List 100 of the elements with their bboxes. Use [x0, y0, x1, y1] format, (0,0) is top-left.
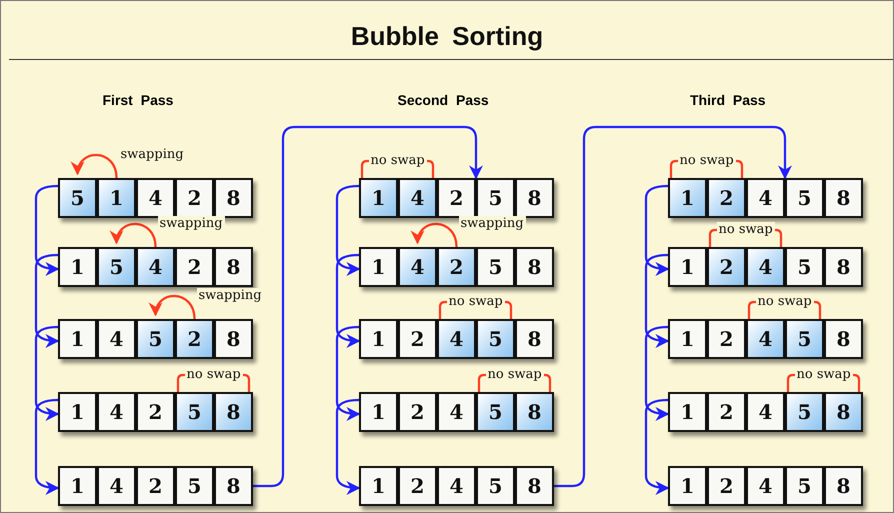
array-cell: 4 [746, 392, 785, 432]
array-cell: 1 [359, 178, 398, 218]
arrow [34, 254, 60, 348]
arrow [336, 184, 360, 276]
array-row [359, 319, 554, 359]
edge-label: swapping [196, 288, 264, 303]
array-cell: 8 [515, 247, 554, 287]
array-cell: 1 [58, 319, 97, 359]
array-cell: 5 [476, 247, 515, 287]
array-cell: 2 [398, 392, 437, 432]
array-cell: 1 [668, 319, 707, 359]
array-cell: 8 [824, 178, 863, 218]
array-cell: 2 [707, 466, 746, 506]
array-cell: 4 [746, 247, 785, 287]
array-cell: 5 [785, 178, 824, 218]
array-cell: 4 [746, 178, 785, 218]
array-cell: 1 [359, 466, 398, 506]
array-row [359, 466, 554, 506]
array-cell: 4 [136, 247, 175, 287]
array-row [668, 319, 863, 359]
pass-heading: First Pass [102, 92, 174, 108]
curved-arrow [150, 294, 196, 320]
array-cell: 2 [175, 178, 214, 218]
array-cell: 1 [359, 247, 398, 287]
array-cell: 5 [785, 319, 824, 359]
array-cell: 4 [746, 319, 785, 359]
array-cell: 4 [437, 392, 476, 432]
array-cell: 8 [214, 178, 253, 218]
array-cell: 5 [476, 466, 515, 506]
array-row [668, 466, 863, 506]
array-cell: 2 [707, 178, 746, 218]
arrow [554, 126, 792, 488]
array-cell: 4 [746, 466, 785, 506]
array-cell: 1 [668, 392, 707, 432]
array-cell: 4 [437, 319, 476, 359]
array-cell: 2 [437, 178, 476, 218]
array-cell: 8 [214, 319, 253, 359]
array-cell: 8 [515, 319, 554, 359]
array-cell: 4 [97, 392, 136, 432]
arrow [336, 398, 360, 495]
array-cell: 5 [785, 466, 824, 506]
array-row [359, 247, 554, 287]
array-cell: 8 [515, 466, 554, 506]
array-cell: 5 [175, 466, 214, 506]
array-row [58, 392, 253, 432]
array-cell: 1 [668, 247, 707, 287]
array-row [668, 392, 863, 432]
array-cell: 8 [214, 247, 253, 287]
array-cell: 2 [707, 319, 746, 359]
array-cell: 1 [58, 392, 97, 432]
array-cell: 2 [136, 392, 175, 432]
pass-heading: Third Pass [690, 92, 766, 108]
array-cell: 2 [398, 319, 437, 359]
array-cell: 5 [175, 392, 214, 432]
arrow [34, 326, 60, 421]
array-row [668, 178, 863, 218]
array-cell: 5 [58, 178, 97, 218]
array-cell: 5 [97, 247, 136, 287]
curved-arrow [111, 222, 157, 248]
array-cell: 2 [707, 392, 746, 432]
arrow [336, 326, 360, 421]
array-cell: 5 [476, 392, 515, 432]
curved-arrow [412, 222, 458, 248]
edge-label: swapping [458, 216, 526, 231]
array-cell: 5 [785, 247, 824, 287]
arrow [644, 254, 670, 348]
array-cell: 1 [58, 466, 97, 506]
array-cell: 8 [214, 466, 253, 506]
curved-arrow [72, 154, 118, 178]
array-cell: 2 [175, 247, 214, 287]
array-cell: 4 [437, 466, 476, 506]
array-cell: 4 [97, 466, 136, 506]
array-row [58, 247, 253, 287]
array-cell: 2 [437, 247, 476, 287]
arrow [644, 184, 670, 276]
array-cell: 4 [97, 319, 136, 359]
arrow [34, 184, 60, 276]
arrow [644, 398, 670, 495]
array-cell: 2 [707, 247, 746, 287]
array-cell: 2 [175, 319, 214, 359]
arrow [336, 254, 360, 348]
arrow [644, 326, 670, 421]
arrow [253, 126, 483, 488]
array-cell: 8 [824, 466, 863, 506]
array-cell: 4 [398, 178, 437, 218]
array-cell: 1 [359, 319, 398, 359]
array-cell: 1 [668, 466, 707, 506]
array-cell: 5 [476, 319, 515, 359]
array-row [359, 178, 554, 218]
arrow [34, 398, 60, 495]
array-cell: 1 [359, 392, 398, 432]
array-row [58, 466, 253, 506]
array-cell: 5 [785, 392, 824, 432]
array-cell: 5 [476, 178, 515, 218]
edge-label: swapping [118, 147, 186, 162]
array-cell: 4 [136, 178, 175, 218]
diagram-title: Bubble Sorting [350, 21, 544, 51]
array-cell: 2 [398, 466, 437, 506]
array-cell: 8 [824, 319, 863, 359]
array-cell: 1 [97, 178, 136, 218]
